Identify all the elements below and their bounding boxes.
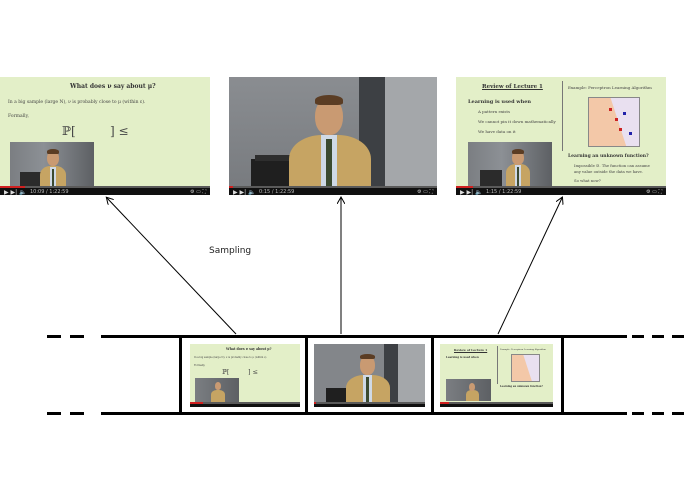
settings-icon[interactable]: ⚙ ▭ ⛶ (417, 189, 433, 195)
video-controls[interactable]: ▶ ▶| 🔈 10:09 / 1:22:59 ⚙ ▭ ⛶ (0, 186, 210, 195)
play-icon[interactable]: ▶ ▶| 🔈 (233, 189, 256, 195)
play-icon[interactable]: ▶ ▶| 🔈 (4, 189, 27, 195)
slide-line: So what now? (574, 178, 601, 183)
time-readout: 10:09 / 1:22:59 (30, 189, 69, 195)
strip-bottom-rail (101, 412, 627, 415)
sampled-frame-video: ▶ ▶| 🔈 0:15 / 1:22:59 ⚙ ▭ ⛶ (229, 77, 437, 195)
slide-formula: ℙ[ (62, 124, 76, 138)
thumb-line: In a big sample (large N), ν is probably… (194, 356, 268, 359)
slide-bullet: A pattern exists (478, 109, 511, 114)
thumb-formula-end: ] ≤ (248, 368, 259, 376)
slide-formula-end: ] ≤ (110, 124, 129, 138)
thumb-formula: ℙ[ (222, 368, 230, 376)
inset-video (10, 142, 94, 188)
time-readout: 0:15 / 1:22:59 (259, 189, 295, 195)
slide-bullet: We cannot pin it down mathematically (478, 119, 556, 124)
slide-right-title: Example: Perceptron Learning Algorithm (568, 85, 652, 90)
slide-title: Review of Lecture 1 (482, 84, 543, 90)
slide-line: any value outside the data we have. (574, 169, 644, 174)
arrow-3 (497, 198, 562, 335)
arrow-1 (107, 198, 237, 335)
perceptron-plot (588, 97, 640, 147)
settings-icon[interactable]: ⚙ ▭ ⛶ (190, 189, 206, 195)
sampled-frame-slide-3: Review of Lecture 1 Learning is used whe… (456, 77, 666, 195)
thumb-heading: Learning is used when (446, 356, 479, 359)
inset-video (468, 142, 552, 186)
slide-heading: Learning is used when (468, 99, 532, 105)
slide-bullet: We have data on it (478, 129, 516, 134)
thumb-title: Review of Lecture 1 (454, 348, 488, 352)
thumb-line: Formally, (194, 364, 206, 367)
strip-frame-3: Review of Lecture 1 Learning is used whe… (440, 344, 553, 407)
thumb-title: What does ν say about μ? (226, 347, 272, 351)
thumb-right-title: Example: Perceptron Learning Algorithm (500, 348, 546, 351)
settings-icon[interactable]: ⚙ ▭ ⛶ (646, 189, 662, 195)
video-controls[interactable]: ▶ ▶| 🔈 1:15 / 1:22:59 ⚙ ▭ ⛶ (456, 186, 666, 195)
slide-line: In a big sample (large N), ν is probably… (8, 100, 146, 105)
slide-heading: Learning an unknown function? (568, 154, 649, 159)
time-readout: 1:15 / 1:22:59 (486, 189, 522, 195)
play-icon[interactable]: ▶ ▶| 🔈 (460, 189, 483, 195)
thumb-heading: Learning an unknown function? (500, 385, 543, 388)
strip-frame-1: What does ν say about μ? In a big sample… (190, 344, 300, 407)
sampling-label: Sampling (209, 246, 252, 256)
strip-top-rail (101, 335, 627, 338)
strip-frame-2 (314, 344, 425, 407)
slide-line: Formally, (8, 114, 29, 119)
slide-title: What does ν say about μ? (70, 83, 156, 90)
slide-line: Impossible ☺. The function can assume (574, 163, 650, 168)
video-controls[interactable]: ▶ ▶| 🔈 0:15 / 1:22:59 ⚙ ▭ ⛶ (229, 186, 437, 195)
sampled-frame-slide-1: What does ν say about μ? In a big sample… (0, 77, 210, 195)
